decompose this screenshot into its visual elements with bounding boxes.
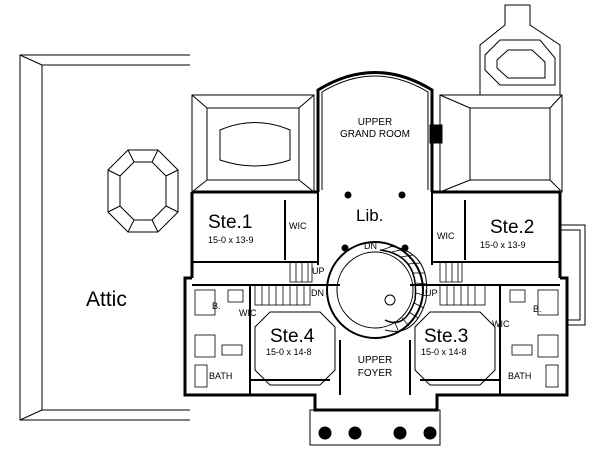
ste1-name: Ste.1 xyxy=(208,212,253,233)
ste3-name: Ste.3 xyxy=(424,326,469,347)
library-label: Lib. xyxy=(356,206,384,225)
ste2-dims: 15-0 x 13-9 xyxy=(480,240,526,250)
stair-up-left-label: UP xyxy=(312,266,325,276)
side-stairs xyxy=(254,261,486,306)
bath-right-label: BATH xyxy=(508,371,532,381)
ste3-dims: 15-0 x 14-8 xyxy=(421,347,467,357)
ste4-dims: 15-0 x 14-8 xyxy=(266,347,312,357)
left-roof-block xyxy=(191,94,315,193)
right-balcony xyxy=(560,224,586,326)
stair-dn-left-label: DN xyxy=(311,288,324,298)
ste1-dims: 15-0 x 13-9 xyxy=(208,235,254,245)
foyer-label-line2: FOYER xyxy=(357,368,393,379)
stair-dn-top-label: DN xyxy=(364,241,377,251)
bath-b-right-label: B. xyxy=(533,304,542,314)
attic-label: Attic xyxy=(86,288,127,311)
foyer-label-line1: UPPER xyxy=(357,355,393,366)
stair-up-right-label: UP xyxy=(425,288,438,298)
wic-ste4-label: WIC xyxy=(239,308,257,318)
bath-fixtures xyxy=(194,289,559,388)
grand-room-walls xyxy=(316,71,443,192)
grand-room-label-line1: UPPER xyxy=(357,117,393,128)
attic-roof-octagon xyxy=(107,149,179,233)
ste4-name: Ste.4 xyxy=(270,326,315,347)
wic-ste1-label: WIC xyxy=(289,221,307,231)
grand-room-label-line2: GRAND ROOM xyxy=(340,129,410,140)
ste2-name: Ste.2 xyxy=(490,217,535,238)
wic-ste2-label: WIC xyxy=(437,231,455,241)
bath-left-label: BATH xyxy=(209,371,233,381)
right-roof-block xyxy=(439,94,563,193)
tower-top-right xyxy=(479,4,561,95)
bath-b-left-label: B. xyxy=(212,301,221,311)
column-dots xyxy=(341,191,409,252)
portico xyxy=(309,409,441,446)
wic-ste3-label: WIC xyxy=(492,319,510,329)
spiral-stair xyxy=(326,241,428,339)
attic-outline xyxy=(19,54,190,421)
suite-octagons xyxy=(254,311,496,386)
